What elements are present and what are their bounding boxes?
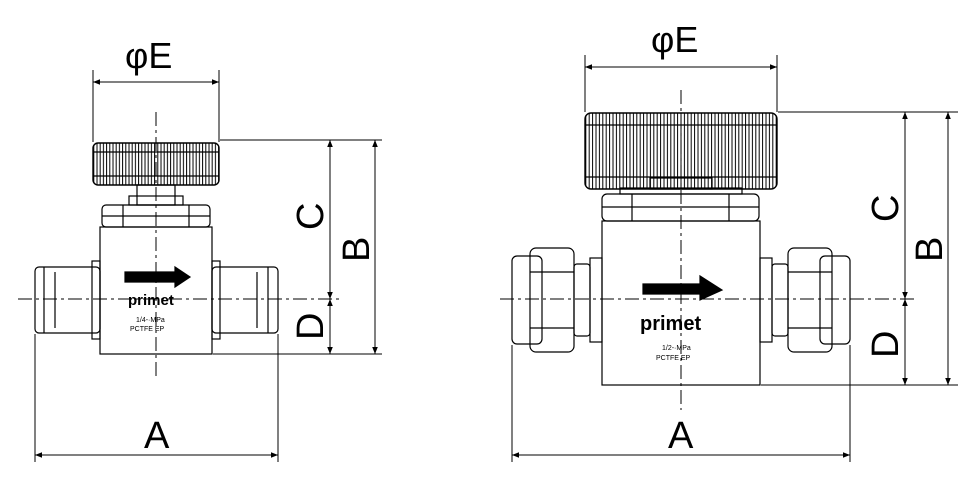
left-dim-d-label: D (290, 313, 332, 340)
left-fitting-outlet (211, 260, 279, 340)
right-fitting-inlet (511, 247, 603, 353)
right-dim-d-label: D (865, 331, 907, 358)
right-flow-arrow (642, 274, 724, 301)
left-dim-c-label: C (290, 203, 332, 230)
right-centerlines (500, 90, 915, 410)
left-dim-e-label: φE (125, 35, 172, 76)
left-dim-a-label: A (144, 415, 170, 457)
left-centerlines (18, 112, 340, 378)
right-dimension-lines (511, 55, 958, 462)
left-material-label: PCTFE EP (130, 326, 165, 333)
left-flow-arrow (124, 265, 192, 289)
left-fitting-inlet (34, 260, 101, 340)
right-dim-e-label: φE (651, 19, 698, 60)
left-rating-label: 1/4-·MPa (136, 317, 165, 324)
right-dim-c-label: C (865, 195, 907, 222)
left-brand-logo: primet (128, 292, 174, 309)
left-valve (34, 142, 279, 355)
right-dim-a-label: A (668, 415, 694, 457)
left-dimension-lines (34, 70, 382, 462)
right-rating-label: 1/2-·MPa (662, 345, 691, 352)
right-material-label: PCTFE EP (656, 355, 691, 362)
right-brand-logo: primet (640, 313, 701, 335)
right-fitting-outlet (759, 247, 851, 353)
right-dim-b-label: B (909, 237, 951, 262)
left-dim-b-label: B (336, 237, 378, 262)
